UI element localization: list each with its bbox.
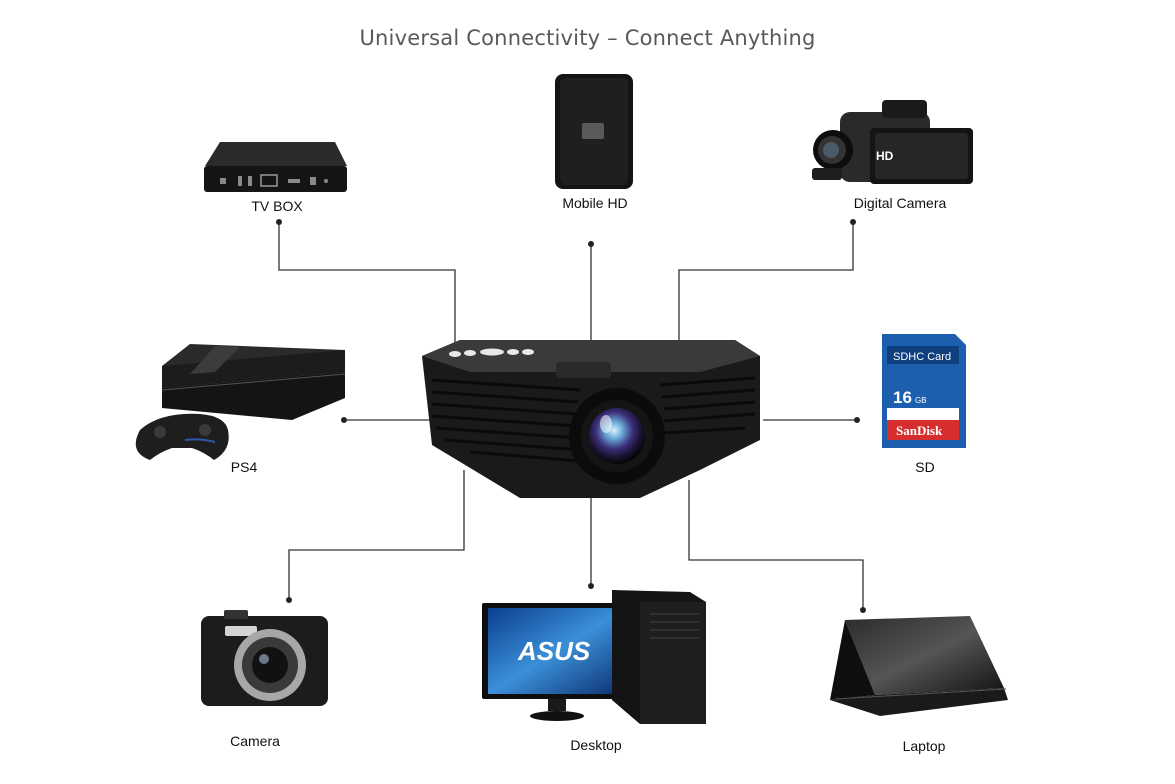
sd-capacity: 16: [893, 388, 912, 407]
connector-digital-camera: [678, 222, 854, 352]
tv-box-icon: [204, 142, 347, 192]
diagram-title: Universal Connectivity – Connect Anythin…: [359, 26, 816, 50]
label-ps4: PS4: [230, 459, 258, 475]
label-digital-camera: Digital Camera: [853, 195, 947, 211]
label-desktop: Desktop: [570, 737, 622, 753]
connector-laptop: [688, 480, 864, 610]
label-laptop: Laptop: [902, 738, 946, 754]
label-mobile-hd: Mobile HD: [562, 195, 628, 211]
sd-card-label: SDHC Card: [893, 351, 951, 363]
camcorder-badge: HD: [876, 149, 894, 163]
camera-icon: [201, 610, 328, 706]
label-sd: SD: [915, 459, 935, 475]
label-tv-box: TV BOX: [251, 198, 303, 214]
desktop-icon: ASUS: [482, 590, 706, 724]
connector-lines: [278, 222, 864, 610]
camcorder-icon: HD: [812, 100, 973, 184]
game-console-icon: [161, 344, 346, 420]
monitor-brand: ASUS: [517, 636, 591, 666]
hard-drive-icon: [555, 74, 633, 189]
label-camera: Camera: [230, 733, 280, 749]
sd-brand: SanDisk: [896, 423, 943, 438]
sd-card-icon: SDHC Card 16 GB SanDisk: [882, 334, 966, 448]
connector-camera: [288, 470, 465, 600]
gamepad-icon: [135, 413, 229, 460]
projector-icon: [422, 340, 760, 498]
sd-capacity-unit: GB: [915, 396, 927, 405]
connector-dots: [276, 219, 866, 613]
laptop-icon: [830, 616, 1008, 716]
connector-tv-box: [278, 222, 456, 352]
